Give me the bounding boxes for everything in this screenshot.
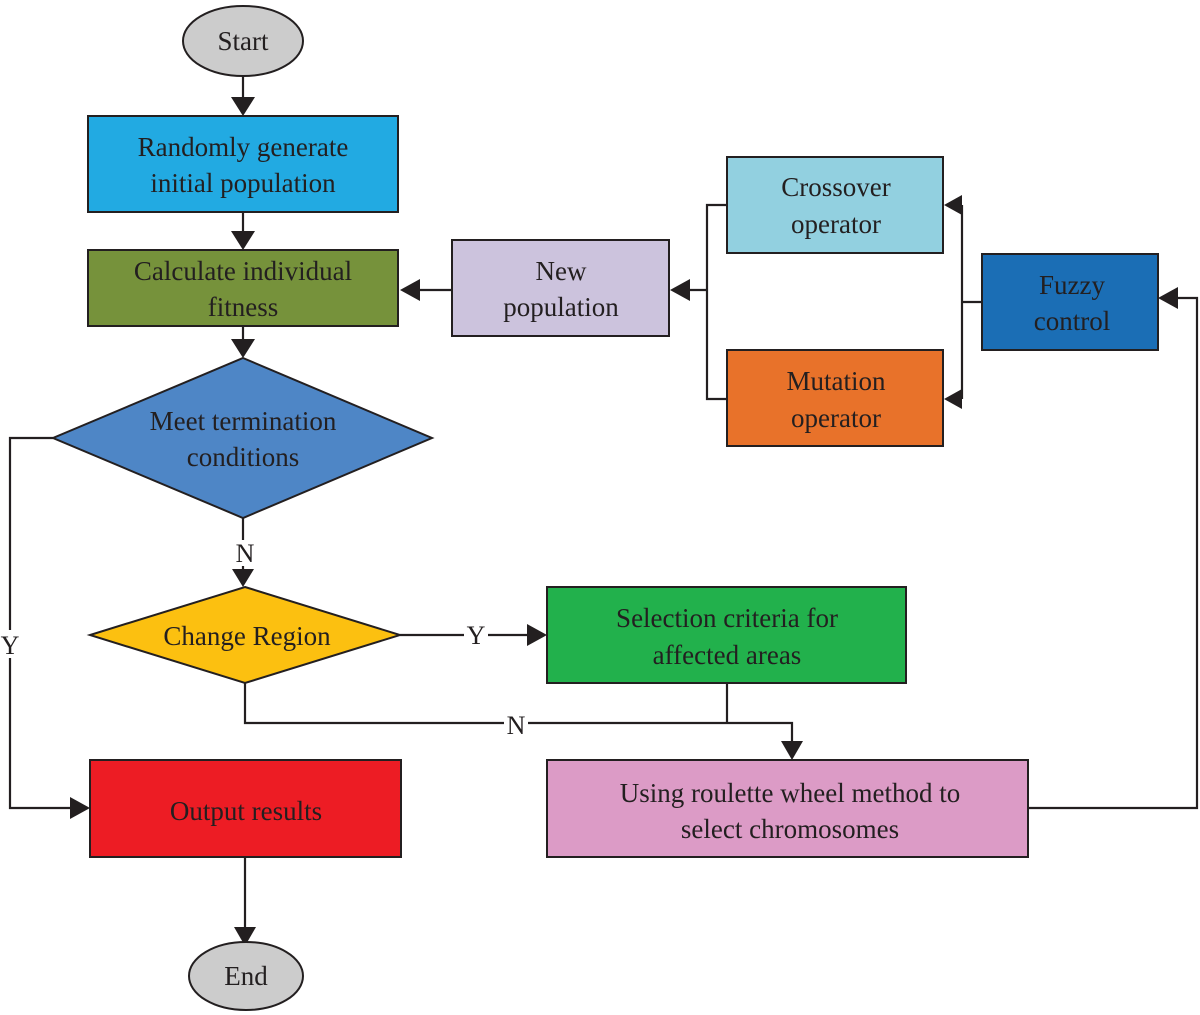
new-population-node: New population xyxy=(451,239,670,337)
new-population-label-2: population xyxy=(503,292,619,322)
arrowhead xyxy=(781,741,803,760)
output-node: Output results xyxy=(89,759,402,858)
arrowhead xyxy=(1158,287,1178,309)
edge-label-bg xyxy=(464,622,488,648)
end-ellipse xyxy=(188,941,304,1011)
new-population-box xyxy=(451,239,670,337)
fuzzy-control-label-1: Fuzzy xyxy=(1039,270,1105,300)
termination-diamond xyxy=(50,356,435,520)
end-label: End xyxy=(224,961,268,991)
fitness-label-2: fitness xyxy=(208,292,279,322)
termination-label-1: Meet termination xyxy=(150,406,337,436)
mutation-label-1: Mutation xyxy=(787,366,886,396)
edge-labels: N Y Y N xyxy=(0,539,528,740)
edge-roulette-to-fuzzy xyxy=(1028,296,1199,810)
edge-label-bg xyxy=(504,711,528,737)
mutation-node: Mutation operator xyxy=(726,349,944,447)
edge-operators-merge xyxy=(705,203,727,401)
new-population-label-1: New xyxy=(536,256,587,286)
termination-label-2: conditions xyxy=(187,442,300,472)
region-no-label: N xyxy=(507,711,526,740)
change-region-diamond xyxy=(86,585,404,685)
crossover-label-1: Crossover xyxy=(781,172,891,202)
arrowhead xyxy=(527,624,547,646)
end-node: End xyxy=(188,941,304,1011)
arrowhead xyxy=(70,797,90,819)
fitness-label-1: Calculate individual xyxy=(134,256,352,286)
roulette-node: Using roulette wheel method to select ch… xyxy=(546,759,1029,858)
crossover-node: Crossover operator xyxy=(726,156,944,254)
selection-node: Selection criteria for affected areas xyxy=(546,586,907,684)
init-population-label-2: initial population xyxy=(150,168,336,198)
arrowhead xyxy=(231,339,255,358)
roulette-box xyxy=(546,759,1029,858)
init-population-label-1: Randomly generate xyxy=(138,132,349,162)
mutation-box xyxy=(726,349,944,447)
fitness-box xyxy=(87,249,399,327)
mutation-label-2: operator xyxy=(791,403,881,433)
selection-label-1: Selection criteria for xyxy=(616,603,838,633)
start-ellipse xyxy=(182,5,304,77)
output-box xyxy=(89,759,402,858)
edge-label-bg xyxy=(0,630,22,658)
edge-label-bg xyxy=(234,540,256,566)
region-yes-label: Y xyxy=(467,621,486,650)
selection-box xyxy=(546,586,907,684)
termination-node: Meet termination conditions xyxy=(50,356,435,520)
roulette-label-2: select chromosomes xyxy=(681,814,899,844)
fitness-node: Calculate individual fitness xyxy=(87,249,399,327)
start-label: Start xyxy=(218,26,269,56)
arrowhead xyxy=(232,569,254,587)
arrowhead xyxy=(231,231,255,250)
arrowhead xyxy=(231,97,255,116)
start-node: Start xyxy=(182,5,304,77)
arrowhead xyxy=(670,279,690,301)
change-region-node: Change Region xyxy=(86,585,404,685)
arrowhead xyxy=(400,279,420,301)
termination-yes-label: Y xyxy=(1,631,20,660)
fuzzy-control-node: Fuzzy control xyxy=(981,253,1159,351)
init-population-box xyxy=(87,115,399,213)
arrowhead xyxy=(944,195,962,215)
fuzzy-control-label-2: control xyxy=(1034,306,1110,336)
roulette-label-1: Using roulette wheel method to xyxy=(620,778,960,808)
termination-no-label: N xyxy=(236,539,255,568)
selection-label-2: affected areas xyxy=(653,640,802,670)
arrowhead xyxy=(944,389,962,409)
edge-termination-to-output xyxy=(8,436,72,810)
crossover-label-2: operator xyxy=(791,209,881,239)
change-region-label: Change Region xyxy=(163,621,331,651)
crossover-box xyxy=(726,156,944,254)
arrowhead xyxy=(234,927,256,946)
init-population-node: Randomly generate initial population xyxy=(87,115,399,213)
fuzzy-control-box xyxy=(981,253,1159,351)
output-label: Output results xyxy=(170,796,322,826)
